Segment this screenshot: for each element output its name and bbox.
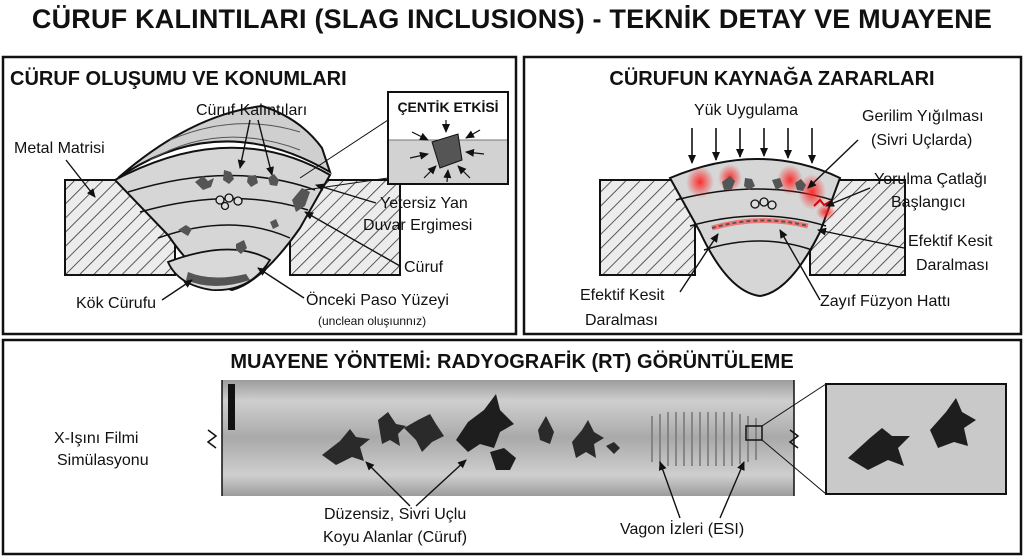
slag-indication: [404, 414, 444, 452]
stress-glow: [798, 174, 826, 210]
label-fatigue-2: Başlangıcı: [891, 194, 966, 211]
notch-effect-inset: ÇENTİK ETKİSİ: [299, 91, 509, 191]
label-unclean: (unclean oluşıunnız): [318, 314, 426, 328]
notch-effect-label: ÇENTİK ETKİSİ: [397, 99, 498, 115]
film-break-right: [788, 429, 800, 449]
sidewall-slag: [292, 188, 310, 212]
slag-blob: [270, 219, 279, 229]
label-film-1: X-Işını Filmi: [54, 430, 138, 447]
label-dark-1: Düzensiz, Sivri Uçlu: [324, 506, 466, 523]
panel-damage-heading: CÜRUFUN KAYNAĞA ZARARLARI: [609, 66, 934, 90]
label-sidewall-2: Duvar Ergimesi: [363, 217, 472, 234]
label-slag: Cüruf: [404, 259, 444, 276]
label-stress-1: Gerilim Yığılması: [862, 108, 984, 125]
load-arrows: [688, 128, 816, 164]
zoom-region: [745, 425, 763, 441]
slag-blob: [722, 176, 735, 190]
slag-blob: [247, 175, 258, 187]
label-stress-2: (Sivri Uçlarda): [871, 132, 972, 149]
zoomed-slag-indication: [848, 428, 910, 470]
label-prev-pass: Önceki Paso Yüzeyi: [306, 291, 449, 309]
slag-indication: [538, 416, 554, 444]
label-eff-right-1: Efektif Kesit: [908, 233, 993, 250]
label-slag-remnants: Cüruf Kalıntıları: [196, 102, 307, 119]
slag-indication: [606, 442, 620, 454]
panel-damage-frame: [522, 55, 1023, 336]
slag-blob: [268, 174, 279, 186]
label-fatigue-1: Yorulma Çatlağı: [874, 171, 987, 188]
slag-blob: [795, 179, 806, 191]
stress-glow: [686, 166, 714, 198]
slag-indication: [490, 448, 516, 470]
label-film-2: Simülasyonu: [57, 452, 149, 469]
slag-indication: [378, 412, 406, 446]
wagon-tracks: [651, 412, 757, 466]
stress-glow: [816, 204, 836, 220]
film-marker: [228, 384, 235, 430]
pass-line-3: [157, 224, 291, 239]
slag-blob: [195, 176, 214, 190]
film-strip: [222, 380, 794, 496]
slag-blob: [772, 178, 783, 190]
weld-cap: [117, 104, 332, 179]
zoom-inset: [825, 383, 1007, 495]
weld-cross-section-2: [599, 158, 906, 298]
panel-formation-heading: CÜRUF OLUŞUMU VE KONUMLARI: [10, 67, 347, 90]
label-load: Yük Uygulama: [694, 102, 798, 119]
slag-blob: [223, 170, 234, 184]
slag-blob: [744, 178, 755, 190]
panel-formation-frame: [1, 55, 518, 336]
slag-blob: [178, 225, 192, 236]
xray-film: [221, 380, 827, 496]
label-eff-left-2: Daralması: [585, 312, 658, 329]
label-wagon: Vagon İzleri (ESI): [620, 519, 744, 538]
panel-inspection-frame: [1, 338, 1023, 556]
notch-slag-particle: [431, 133, 463, 169]
panel-inspection-heading: MUAYENE YÖNTEMİ: RADYOGRAFİK (RT) GÖRÜNT…: [230, 350, 793, 373]
root-slag: [186, 272, 250, 286]
slag-indication: [322, 429, 370, 465]
slag-indication: [456, 394, 514, 452]
film-break-left: [206, 429, 218, 449]
label-eff-left-1: Efektif Kesit: [580, 287, 665, 304]
label-eff-right-2: Daralması: [916, 257, 989, 274]
label-weak-fusion: Zayıf Füzyon Hattı: [820, 293, 951, 310]
label-sidewall-1: Yetersiz Yan: [380, 195, 468, 212]
zoomed-slag-indication: [930, 398, 976, 448]
slag-blob: [236, 240, 247, 254]
label-dark-2: Koyu Alanlar (Cüruf): [323, 529, 467, 546]
label-root-slag: Kök Cürufu: [76, 295, 156, 312]
main-title: CÜRUF KALINTILARI (SLAG INCLUSIONS) - TE…: [31, 4, 993, 34]
weld-cross-section-1: [64, 104, 401, 292]
label-metal-matrix: Metal Matrisi: [14, 140, 105, 157]
slag-indication: [572, 420, 604, 458]
